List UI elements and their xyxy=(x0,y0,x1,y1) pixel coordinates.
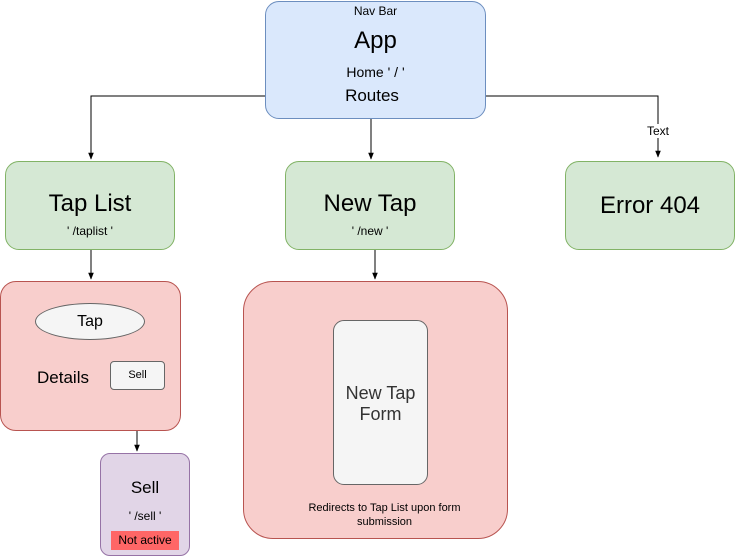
edge-label-text: Text xyxy=(640,124,676,138)
tap-list-node xyxy=(5,161,175,250)
form-title-line2: Form xyxy=(359,404,402,424)
error-404-node xyxy=(565,161,735,250)
tap-ellipse xyxy=(35,303,145,340)
routes-label: Routes xyxy=(318,86,426,106)
tap-list-path: ' /taplist ' xyxy=(67,224,113,238)
details-label: Details xyxy=(37,368,89,387)
sell-title: Sell xyxy=(130,478,160,497)
edge-app-to-taplist xyxy=(88,95,318,160)
sell-button-label: Sell xyxy=(128,369,147,381)
tap-list-title: Tap List xyxy=(48,190,132,217)
new-tap-node xyxy=(285,161,455,250)
tap-label: Tap xyxy=(77,313,103,330)
redirect-note-line2: submission xyxy=(356,516,413,528)
redirect-note-line1: Redirects to Tap List upon form xyxy=(308,502,461,514)
app-title: App xyxy=(354,27,397,54)
form-title-line1: New Tap xyxy=(345,383,416,403)
inactive-badge xyxy=(111,531,179,550)
sell-path: ' /sell ' xyxy=(128,509,162,523)
new-tap-title: New Tap xyxy=(323,190,417,217)
home-route-label: Home ' / ' xyxy=(346,64,405,80)
error-404-title: Error 404 xyxy=(599,192,701,219)
new-tap-form xyxy=(333,320,428,485)
inactive-badge-label: Not active xyxy=(118,533,172,547)
new-tap-path: ' /new ' xyxy=(351,224,389,238)
nav-bar-label: Nav Bar xyxy=(353,4,398,18)
sell-button[interactable] xyxy=(110,361,165,390)
